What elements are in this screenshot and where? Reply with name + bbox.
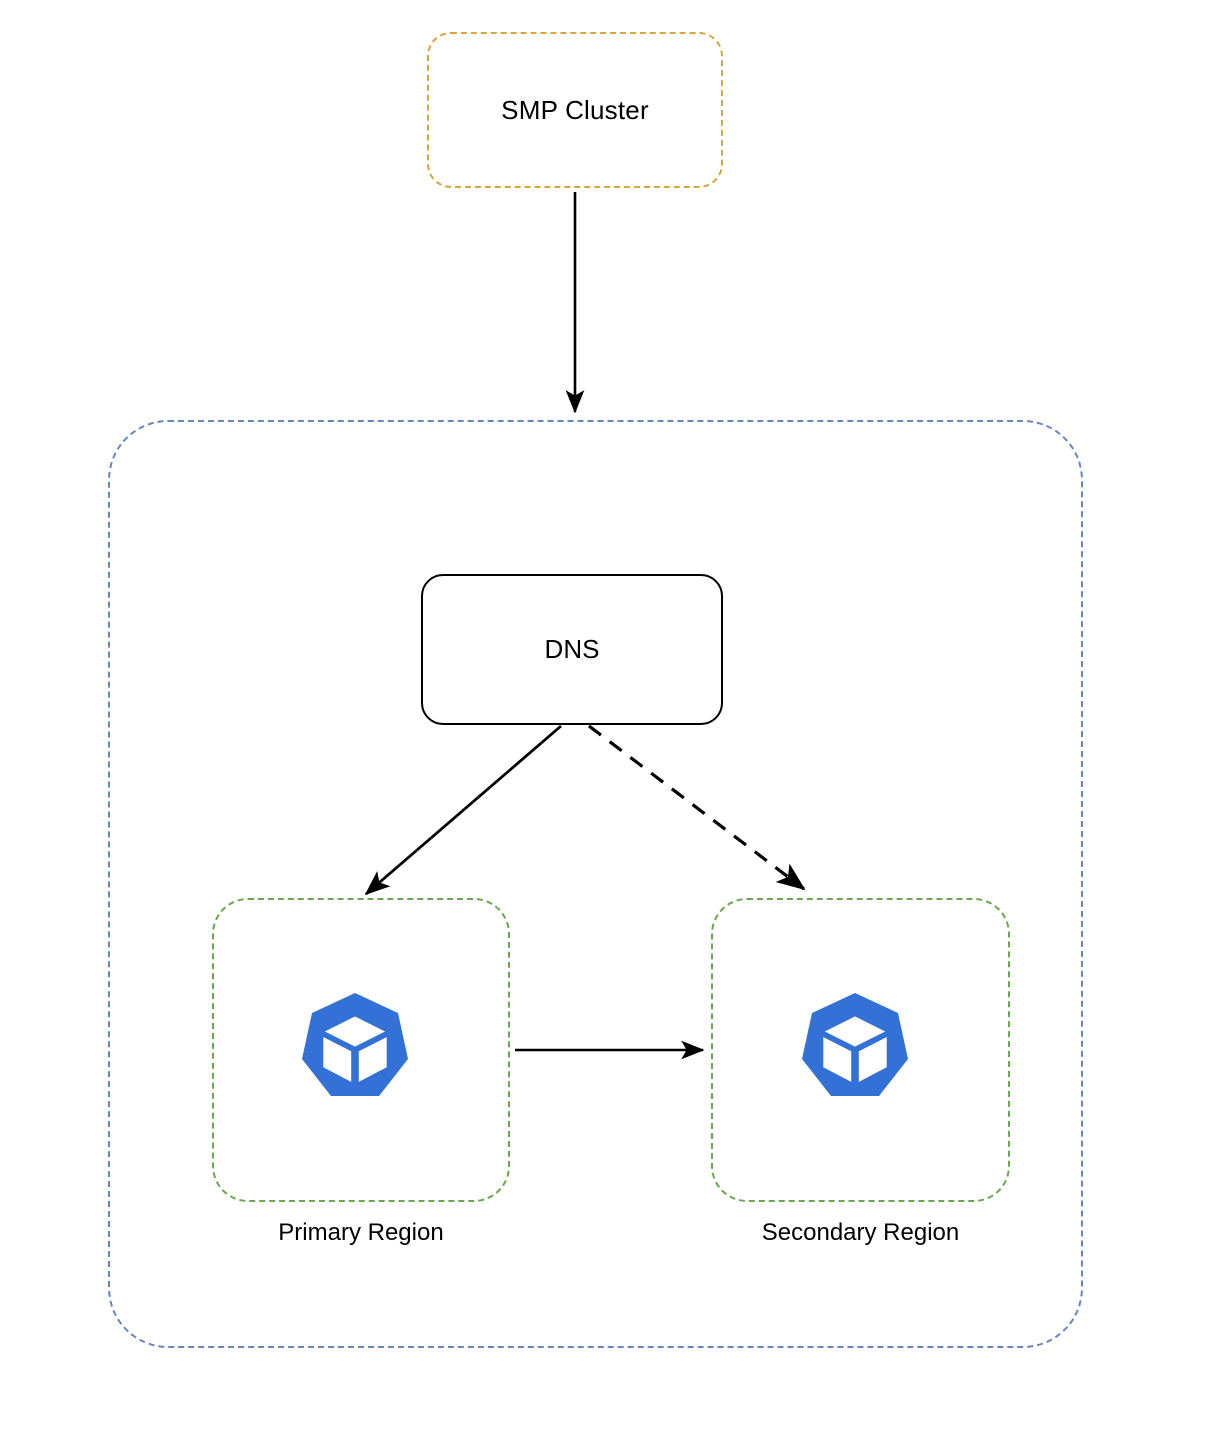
dns-label: DNS: [544, 634, 600, 664]
secondary-region-node[interactable]: [711, 898, 1010, 1202]
kubernetes-icon-svg: [802, 993, 908, 1096]
smp-cluster-node[interactable]: SMP Cluster: [427, 32, 723, 188]
primary-region-node[interactable]: [212, 898, 510, 1202]
primary-region-caption: Primary Region: [278, 1219, 444, 1246]
secondary-region-caption: Secondary Region: [761, 1219, 960, 1246]
smp-cluster-label: SMP Cluster: [501, 94, 649, 125]
kubernetes-icon: [795, 990, 915, 1110]
dns-node[interactable]: DNS: [421, 574, 723, 725]
cloud-container-node: [108, 420, 1083, 1348]
kubernetes-icon-svg: [302, 993, 408, 1096]
kubernetes-icon: [295, 990, 415, 1110]
